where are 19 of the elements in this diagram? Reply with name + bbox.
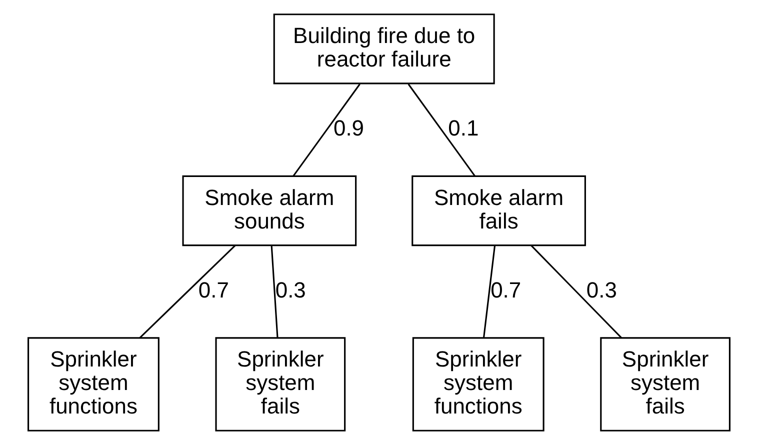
connector bbox=[482, 245, 496, 338]
node-box: Sprinkler system fails bbox=[214, 337, 346, 432]
node-box: Sprinkler system fails bbox=[600, 337, 730, 432]
edge-label: 0.3 bbox=[586, 277, 616, 302]
edge-label: 0.3 bbox=[274, 277, 306, 302]
edge-label: 0.1 bbox=[448, 116, 478, 141]
node-box: Smoke alarm sounds bbox=[182, 175, 356, 246]
node-box: Building fire due to reactor failure bbox=[272, 14, 494, 84]
node-box: Smoke alarm fails bbox=[411, 175, 586, 246]
connector bbox=[138, 245, 236, 338]
edge-label: 0.9 bbox=[332, 116, 364, 141]
connector bbox=[292, 84, 360, 177]
connector bbox=[270, 246, 278, 338]
node-box: Sprinkler system functions bbox=[27, 337, 159, 432]
connector bbox=[530, 245, 622, 338]
node-box: Sprinkler system functions bbox=[412, 337, 544, 432]
edge-label: 0.7 bbox=[490, 277, 521, 302]
connector bbox=[407, 84, 476, 177]
edge-label: 0.7 bbox=[198, 277, 228, 302]
